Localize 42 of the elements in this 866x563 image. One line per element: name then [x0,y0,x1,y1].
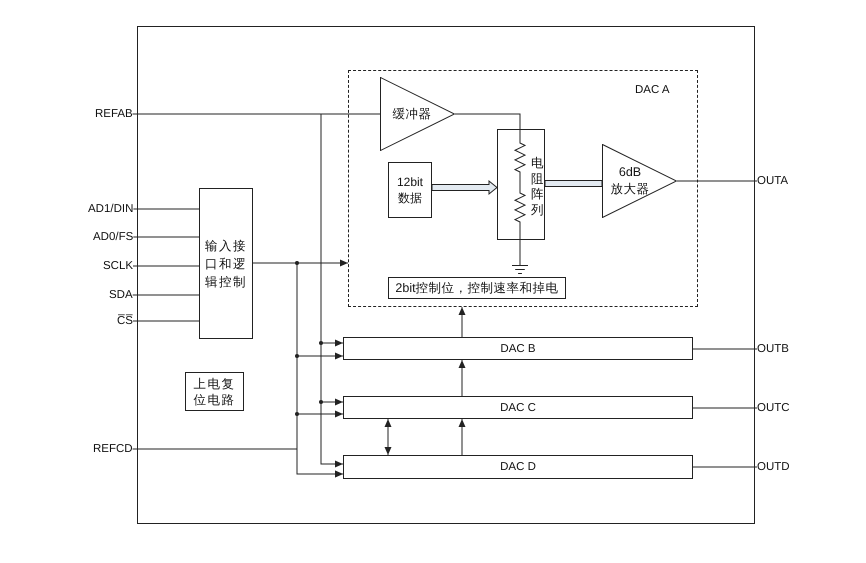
arrow [458,360,466,396]
pin-label: OUTC [757,401,790,415]
data-block: 12bit数据 [388,162,432,218]
wire [454,114,520,130]
dac-block-outline [348,70,698,307]
pin-label: REFCD [93,442,133,456]
wire [676,180,758,182]
chip-outline [137,26,755,524]
wire [132,208,200,210]
wire [692,348,758,350]
pin-label: AD1/DIN [88,202,134,216]
dac-block: DAC C [343,396,693,419]
resistor-array-block [497,129,545,240]
pin-label: REFAB [95,107,133,121]
ground-symbol [512,265,528,274]
pin-label: OUTA [757,174,788,188]
arrow [132,448,344,478]
amplifier-label: 6dB放大器 [610,164,650,198]
resistor-array-label: 电阻阵列 [531,156,544,218]
wire [132,236,200,238]
reset-block: 上电复位电路 [185,372,244,411]
double-arrow [384,418,392,456]
dac-block: DAC D [343,455,693,479]
control-block: 2bit控制位，控制速率和掉电 [388,277,566,299]
pin-label: OUTB [757,342,789,356]
wire [692,466,758,468]
arrow [132,114,344,468]
dac-block: DAC B [343,337,693,360]
bus-line [544,180,602,187]
wire [132,294,200,296]
pin-label: OUTD [757,460,790,474]
bus-arrow [432,180,498,196]
logic-block: 输入接口和逻辑控制 [199,188,253,339]
pin-label: C̅S̅ [117,314,133,328]
block-title: DAC A [635,83,670,98]
arrow [458,418,466,456]
pin-label: SDA [109,288,133,302]
amplifier-label: 缓冲器 [392,106,432,122]
pin-label: SCLK [103,259,134,273]
pin-label: AD0/FS [93,230,134,244]
wire [132,320,200,322]
arrow [458,306,466,338]
